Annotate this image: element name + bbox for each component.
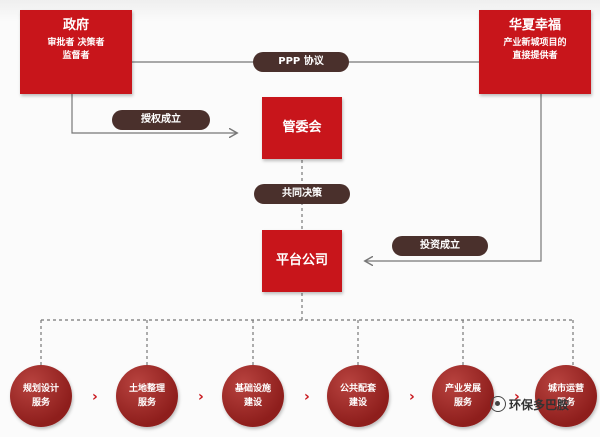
service-line: 土地整理 <box>128 384 165 394</box>
government-role-2: 监督者 <box>62 51 90 61</box>
top-band <box>0 0 600 22</box>
service-planning: 规划设计 服务 <box>10 365 72 427</box>
huaxia-role-2: 直接提供者 <box>512 51 558 61</box>
authorized-label: 授权成立 <box>112 110 210 130</box>
service-line: 产业发展 <box>444 384 481 394</box>
service-industry: 产业发展 服务 <box>432 365 494 427</box>
service-line: 建设 <box>243 398 262 408</box>
platform-box: 平台公司 <box>262 230 342 292</box>
invest-arrow <box>366 94 542 261</box>
watermark-text: 环保多巴胺 <box>509 397 570 412</box>
wechat-icon <box>490 396 506 412</box>
huaxia-box: 华夏幸福 产业新城项目的 直接提供者 <box>479 10 591 94</box>
service-line: 服务 <box>137 398 156 408</box>
huaxia-title: 华夏幸福 <box>508 18 561 33</box>
government-box: 政府 审批者 决策者 监督者 <box>20 10 132 94</box>
service-land: 土地整理 服务 <box>116 365 178 427</box>
service-line: 服务 <box>556 398 575 408</box>
government-title: 政府 <box>62 18 89 33</box>
service-infrastructure: 基础设施 建设 <box>222 365 284 427</box>
platform-title: 平台公司 <box>275 253 328 268</box>
service-drop-lines <box>40 320 574 365</box>
joint-decision-label: 共同决策 <box>254 184 350 204</box>
service-city-operation: 城市运营 服务 <box>535 365 597 427</box>
chevron-right-icon: › <box>409 389 415 405</box>
invest-label: 投资成立 <box>392 236 488 256</box>
service-line: 服务 <box>31 398 50 408</box>
service-line: 规划设计 <box>22 384 59 394</box>
service-line: 建设 <box>348 398 367 408</box>
ppp-label: PPP 协议 <box>253 52 349 72</box>
service-line: 服务 <box>453 398 472 408</box>
chevron-right-icon: › <box>514 389 520 405</box>
chevron-right-icon: › <box>304 389 310 405</box>
service-public: 公共配套 建设 <box>327 365 389 427</box>
chevron-right-icon: › <box>92 389 98 405</box>
government-role-1: 审批者 决策者 <box>47 38 105 48</box>
management-box: 管委会 <box>262 97 342 159</box>
management-title: 管委会 <box>282 120 322 135</box>
authorized-arrow <box>71 94 236 133</box>
service-line: 基础设施 <box>234 384 271 394</box>
watermark: 环保多巴胺 <box>490 394 600 414</box>
huaxia-role-1: 产业新城项目的 <box>503 38 567 48</box>
service-line: 公共配套 <box>339 384 376 394</box>
service-line: 城市运营 <box>547 384 584 394</box>
chevron-right-icon: › <box>198 389 204 405</box>
